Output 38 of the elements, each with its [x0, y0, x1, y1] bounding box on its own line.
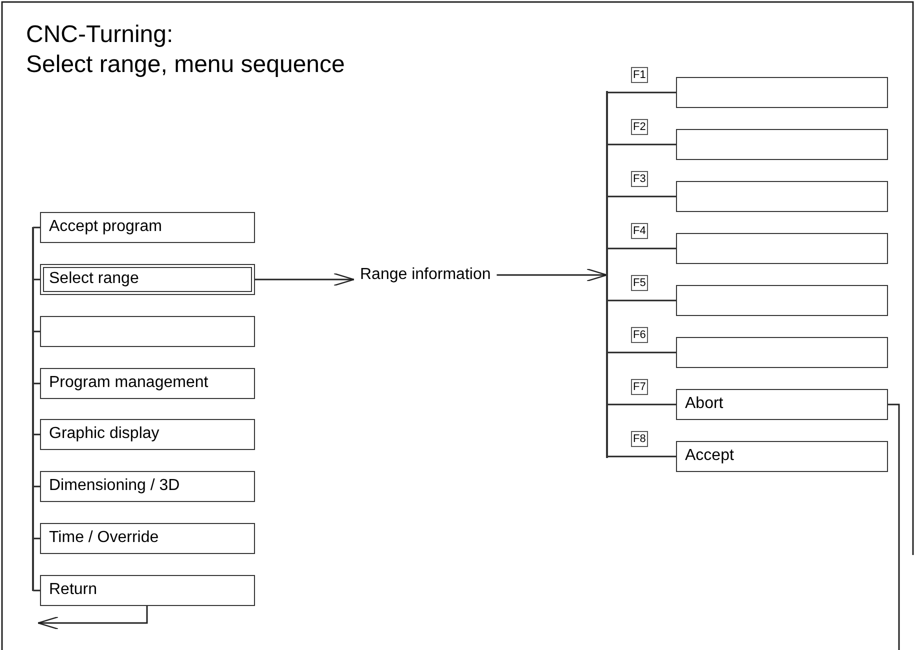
key-label: F1	[631, 67, 648, 83]
connector-line	[607, 300, 676, 302]
connector-line	[607, 404, 676, 406]
menu-item-box: Accept	[676, 441, 888, 472]
flow-label: Range information	[360, 266, 491, 284]
menu-item-box	[676, 129, 888, 160]
menu-item-box	[40, 316, 255, 347]
menu-item-box: Accept program	[40, 212, 255, 243]
menu-item-box	[676, 77, 888, 108]
connector-line	[607, 144, 676, 146]
key-label: F5	[631, 275, 648, 291]
arrow	[255, 272, 355, 286]
arrow	[496, 268, 608, 282]
key-label: F8	[631, 431, 648, 447]
menu-item-box: Dimensioning / 3D	[40, 471, 255, 502]
menu-item-box	[676, 181, 888, 212]
menu-item-box: Return	[40, 575, 255, 606]
connector-line	[607, 248, 676, 250]
menu-item-box: Time / Override	[40, 523, 255, 554]
connector-line	[607, 352, 676, 354]
menu-item-box	[676, 233, 888, 264]
selected-menu-item: Select range	[40, 264, 255, 295]
menu-item-box: Graphic display	[40, 419, 255, 450]
key-label: F2	[631, 119, 648, 135]
key-label: F4	[631, 223, 648, 239]
connector-line	[607, 92, 676, 94]
menu-item-box	[676, 285, 888, 316]
menu-item-box	[676, 337, 888, 368]
connector-line	[607, 196, 676, 198]
menu-item-box: Abort	[676, 389, 888, 420]
key-label: F7	[631, 379, 648, 395]
connector-line	[33, 590, 40, 592]
key-label: F3	[631, 171, 648, 187]
menu-item-box: Program management	[40, 368, 255, 399]
title: CNC-Turning: Select range, menu sequence	[26, 20, 345, 80]
key-label: F6	[631, 327, 648, 343]
arrow	[37, 606, 148, 630]
connector-line	[607, 456, 676, 458]
